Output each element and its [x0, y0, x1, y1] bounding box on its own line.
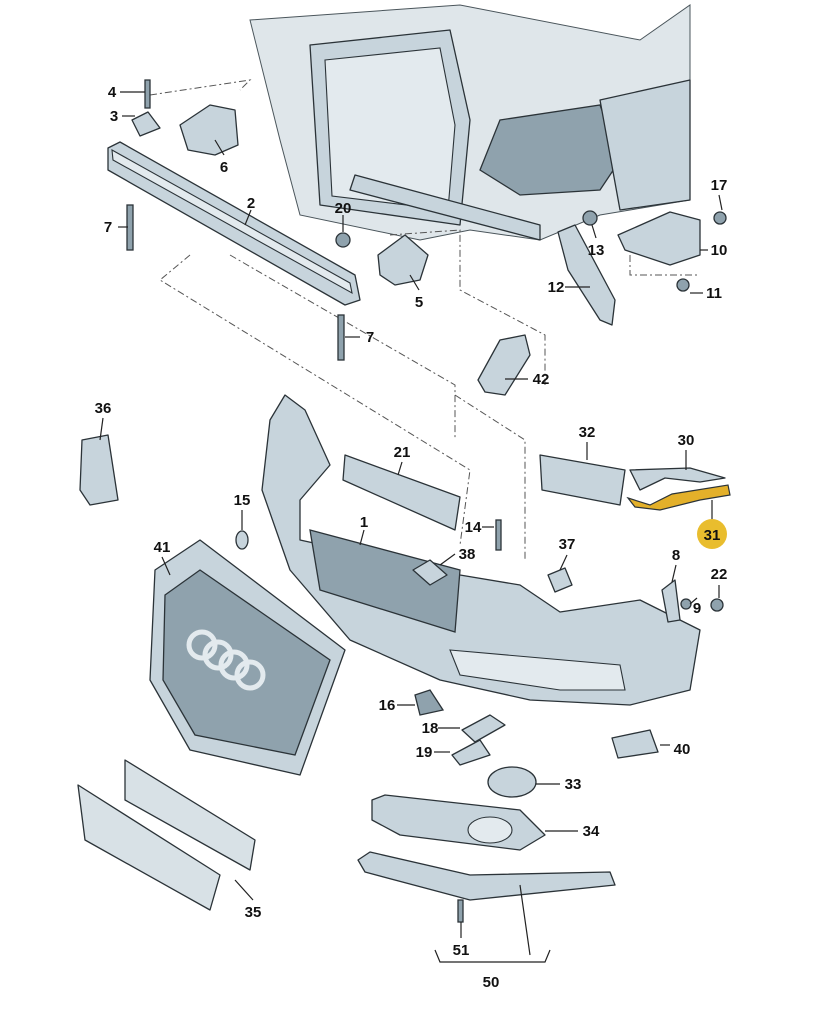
label-20[interactable]: 20: [335, 200, 352, 217]
label-4[interactable]: 4: [108, 84, 117, 101]
label-33[interactable]: 33: [565, 776, 582, 793]
part-labels: 4 3 6 2 7 20 5 7 17 13 10 12 11 42 36 21…: [95, 84, 728, 991]
label-31[interactable]: 31: [704, 527, 721, 544]
label-32[interactable]: 32: [579, 424, 596, 441]
part-9-screw[interactable]: [680, 598, 692, 610]
label-2[interactable]: 2: [247, 195, 255, 212]
part-50-spoiler[interactable]: [357, 851, 616, 901]
part-6-deformation-element[interactable]: [179, 104, 239, 156]
part-15-cap[interactable]: [235, 530, 249, 550]
label-41[interactable]: 41: [154, 539, 171, 556]
label-11[interactable]: 11: [706, 285, 722, 302]
label-5[interactable]: 5: [415, 294, 423, 311]
part-3-bracket[interactable]: [131, 111, 161, 137]
part-5-deformation-element[interactable]: [377, 234, 429, 286]
part-4-bolt[interactable]: [144, 79, 151, 109]
part-35-frame-outer[interactable]: [77, 784, 221, 911]
label-7[interactable]: 7: [104, 219, 112, 236]
label-13[interactable]: 13: [588, 242, 605, 259]
label-6[interactable]: 6: [220, 159, 228, 176]
label-35[interactable]: 35: [245, 904, 262, 921]
label-15[interactable]: 15: [234, 492, 251, 509]
label-19[interactable]: 19: [416, 744, 433, 761]
part-12-bracket[interactable]: [557, 224, 616, 326]
part-18-frame[interactable]: [461, 714, 506, 743]
part-33-fog-ring[interactable]: [487, 766, 537, 798]
part-16-retainer[interactable]: [414, 689, 445, 716]
label-8[interactable]: 8: [672, 547, 680, 564]
part-31-highlighted-trim[interactable]: [626, 484, 731, 511]
label-10[interactable]: 10: [711, 242, 728, 259]
part-37-clip[interactable]: [547, 567, 573, 593]
part-13-bolt[interactable]: [582, 210, 598, 226]
label-7[interactable]: 7: [366, 329, 374, 346]
part-10-guide-bracket[interactable]: [617, 211, 701, 266]
label-40[interactable]: 40: [674, 741, 691, 758]
leader-lines: [99, 91, 723, 963]
label-17[interactable]: 17: [711, 177, 728, 194]
part-35-frame-inner[interactable]: [124, 759, 256, 871]
part-11-bolt[interactable]: [676, 278, 690, 292]
label-51[interactable]: 51: [453, 942, 470, 959]
part-34-grille-insert[interactable]: [371, 794, 546, 851]
label-12[interactable]: 12: [548, 279, 565, 296]
guide-lines: [149, 79, 700, 560]
part-32-spoiler-panel[interactable]: [539, 454, 626, 506]
part-36-foam[interactable]: [79, 434, 119, 506]
part-51-screw[interactable]: [457, 899, 464, 923]
part-8-bracket[interactable]: [661, 579, 681, 623]
part-42-guide[interactable]: [477, 334, 531, 396]
part-17-bolt[interactable]: [713, 211, 727, 225]
part-19-cap[interactable]: [451, 739, 491, 766]
part-7-bolt-lower[interactable]: [337, 314, 345, 361]
label-42[interactable]: 42: [533, 371, 550, 388]
label-16[interactable]: 16: [379, 697, 396, 714]
grille-rings-logo: [186, 629, 266, 691]
vehicle-front-structure: [249, 4, 691, 241]
part-38-clip[interactable]: [412, 559, 448, 586]
label-34[interactable]: 34: [583, 823, 600, 840]
part-40-reflector[interactable]: [611, 729, 659, 759]
part-20-bolt[interactable]: [335, 232, 351, 248]
label-31-highlight: [697, 519, 727, 549]
label-9[interactable]: 9: [693, 600, 701, 617]
label-38[interactable]: 38: [459, 546, 476, 563]
part-22-nut[interactable]: [710, 598, 724, 612]
label-22[interactable]: 22: [711, 566, 728, 583]
part-30-trim[interactable]: [629, 467, 726, 491]
label-37[interactable]: 37: [559, 536, 576, 553]
part-21-absorber[interactable]: [342, 454, 461, 531]
label-3[interactable]: 3: [110, 108, 118, 125]
label-18[interactable]: 18: [422, 720, 439, 737]
label-14[interactable]: 14: [465, 519, 482, 536]
label-50[interactable]: 50: [483, 974, 500, 991]
part-1-bumper-cover[interactable]: [261, 394, 701, 706]
label-30[interactable]: 30: [678, 432, 695, 449]
label-21[interactable]: 21: [394, 444, 411, 461]
label-36[interactable]: 36: [95, 400, 112, 417]
label-1[interactable]: 1: [360, 514, 368, 531]
part-14-screw[interactable]: [495, 519, 502, 551]
